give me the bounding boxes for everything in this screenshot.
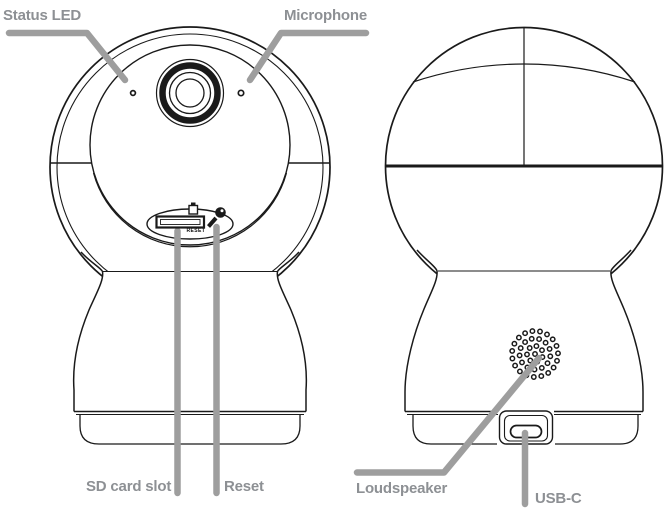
label-status-led: Status LED [3, 7, 82, 24]
front-body-fill [73, 271, 307, 412]
front-body-left-edge [72, 251, 104, 412]
back-stand [412, 414, 639, 445]
callout-leader-lines [5, 29, 543, 508]
back-body-right-edge [610, 249, 644, 412]
back-body-left-edge [404, 249, 438, 412]
microphone-hole [237, 89, 245, 97]
back-cap-seam-arc [412, 63, 636, 83]
sd-reset-detail: RESET [155, 202, 226, 234]
front-view [49, 26, 331, 445]
sd-card-slot-opening [155, 215, 206, 229]
back-body-fill [405, 271, 643, 412]
leader-microphone [246, 29, 370, 84]
status-led-dot [129, 89, 137, 97]
label-sd-card-slot: SD card slot [86, 478, 172, 495]
reset-pin-icon [207, 207, 226, 228]
label-reset: Reset [224, 478, 264, 495]
camera-lens [155, 58, 225, 128]
front-head-inner-ring [56, 33, 324, 301]
leader-loudspeaker [353, 354, 543, 476]
leader-status-led [5, 29, 129, 84]
sd-card-slot-inner-line [160, 219, 201, 225]
label-loudspeaker: Loudspeaker [356, 480, 448, 497]
front-body-right-edge [276, 251, 308, 412]
label-microphone: Microphone [284, 7, 367, 24]
front-stand [79, 414, 301, 445]
label-usb-c: USB-C [535, 490, 582, 507]
sd-card-icon [188, 202, 199, 215]
usb-c-port [498, 410, 554, 445]
reset-marking-text: RESET [187, 228, 206, 234]
front-face-plate [89, 44, 291, 246]
back-view [384, 26, 664, 445]
front-face-lower-arc [92, 172, 288, 248]
